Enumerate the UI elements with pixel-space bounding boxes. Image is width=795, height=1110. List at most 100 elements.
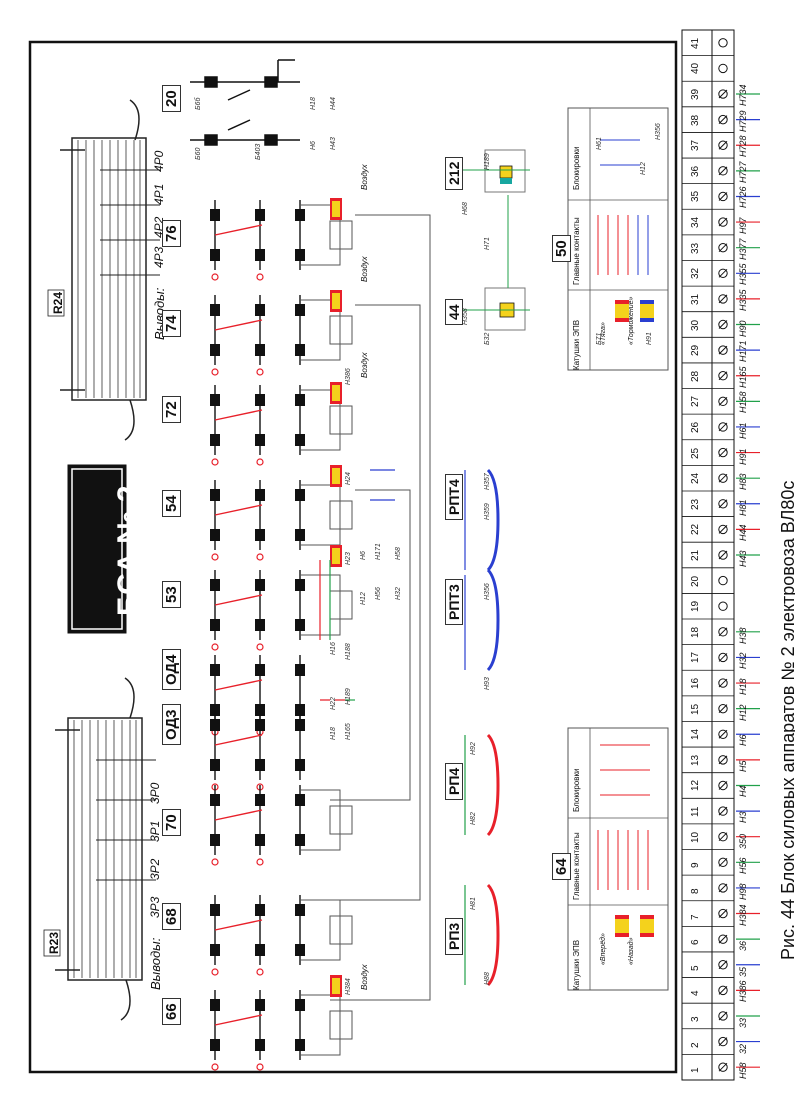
air-label: Воздух (360, 964, 369, 990)
terminal-screw-icon (718, 780, 728, 791)
relay-44-label: 44 (445, 299, 463, 325)
terminal-screw-icon (718, 934, 728, 944)
relay-rp4-symbol (464, 733, 500, 837)
terminal-number: 36 (690, 165, 701, 177)
terminal-wire-label: Н44 (738, 524, 748, 542)
terminal-number: 2 (690, 1042, 701, 1048)
terminal-number: 26 (690, 421, 701, 433)
wire-label: Н6 (360, 551, 367, 560)
terminal-screw-icon (718, 268, 728, 278)
terminal-empty-icon (718, 575, 728, 586)
terminal-number: 21 (690, 549, 701, 561)
panel-50-section-0: Катушки ЭПВ (572, 319, 581, 370)
panel-50-coil-1: «Торможение» (628, 296, 635, 345)
terminal-number: 16 (690, 677, 701, 690)
contactor-74 (210, 295, 353, 376)
terminal-wire-label: Н335 (738, 289, 748, 311)
terminal-wire-label: Н727 (738, 161, 748, 183)
terminal-number: 28 (690, 370, 701, 382)
relay-РП4-label: РП4 (445, 762, 463, 800)
wire-label: Н71 (484, 237, 491, 250)
wire-label: Н16 (330, 642, 337, 655)
terminal-screw-icon (718, 396, 728, 407)
terminal-screw-icon (718, 857, 728, 868)
terminal-number: 10 (690, 831, 701, 843)
wire-label: Н61 (596, 137, 603, 150)
device-54-label: 54 (162, 490, 181, 517)
device-ОД3-label: ОД3 (162, 704, 181, 745)
r23-output-3: 3Р0 (148, 782, 162, 804)
air-label: Воздух (360, 352, 369, 378)
terminal-screw-icon (718, 422, 728, 432)
terminal-screw-icon (718, 191, 728, 202)
terminal-number: 31 (690, 293, 701, 305)
terminal-number: 39 (690, 88, 701, 101)
terminal-wire-label: 33 (738, 1017, 748, 1028)
r23-output-0: 3Р3 (148, 896, 162, 918)
colored-wires (319, 469, 395, 701)
wire-label: Н24 (345, 472, 352, 485)
title-text: БСА № 2 (112, 485, 145, 616)
r23-output-1: 3Р2 (148, 858, 162, 880)
wire-label: Н18 (310, 97, 317, 110)
terminal-number: 24 (690, 473, 701, 485)
contactor-group (210, 198, 353, 1071)
device-20-label: 20 (162, 85, 181, 112)
terminal-wire-label: 350 (738, 833, 748, 849)
coil-marker (332, 385, 340, 401)
terminal-screw-icon (718, 294, 728, 304)
wire-label: Н58 (395, 547, 402, 560)
terminal-wire-label: Н734 (738, 84, 748, 107)
terminal-screw-icon (718, 1062, 728, 1072)
terminal-number: 17 (690, 652, 701, 664)
wire-label: Н12 (640, 162, 647, 175)
coil-marker (332, 548, 340, 564)
terminal-wire-label: Н165 (738, 366, 748, 388)
terminal-number: 20 (690, 575, 701, 587)
wire-label: Н359 (484, 503, 491, 520)
terminal-screw-icon (718, 960, 728, 970)
terminal-number: 4 (690, 990, 701, 997)
terminal-number: 30 (690, 319, 701, 331)
terminal-screw-icon (718, 371, 728, 381)
wire-label: Н56 (375, 587, 382, 600)
terminal-screw-icon (718, 242, 728, 253)
device-53-label: 53 (162, 581, 181, 608)
terminal-screw-icon (718, 166, 728, 176)
terminal-wire-label: Н377 (738, 238, 748, 260)
terminal-wire-label: Н56 (738, 857, 748, 875)
wire-label: Н165 (345, 723, 352, 740)
wire-label: Н22 (330, 697, 337, 710)
terminal-wire-label: Н726 (738, 186, 748, 209)
wire-label: Н23 (345, 552, 352, 565)
r24-label: R24 (51, 291, 65, 314)
terminal-wire-label: Н4 (738, 785, 748, 798)
interconnect-wires (330, 214, 431, 1001)
wire-label: Н82 (470, 812, 477, 825)
terminal-screw-icon (718, 703, 728, 714)
wire-label: Н12 (360, 592, 367, 605)
terminal-number: 12 (690, 780, 701, 792)
contactor-68 (210, 895, 353, 976)
terminal-number: 33 (690, 242, 701, 254)
terminal-number: 35 (690, 191, 701, 203)
panel-50 (567, 107, 669, 371)
terminal-screw-icon (718, 985, 728, 996)
relay-РП3-label: РП3 (445, 917, 463, 955)
terminal-screw-icon (718, 114, 728, 125)
wire-label: Н93 (484, 677, 491, 690)
panel-50-id: 50 (552, 235, 571, 262)
terminal-number: 3 (690, 1016, 701, 1022)
wire-label: Б60 (195, 147, 202, 160)
terminal-number: 40 (690, 63, 701, 75)
terminal-wire-label: Н384 (738, 904, 748, 926)
wire-label: Б32 (484, 332, 491, 345)
wire-label: Н88 (484, 972, 491, 985)
diagram-border (28, 40, 678, 1074)
wire-label: Н357 (484, 473, 491, 490)
terminal-wire-label: 32 (738, 1043, 748, 1054)
terminal-wire-label: Н32 (738, 652, 748, 670)
panel-50-section-2: Блокировки (572, 146, 581, 190)
wire-label: Б71 (596, 332, 603, 345)
